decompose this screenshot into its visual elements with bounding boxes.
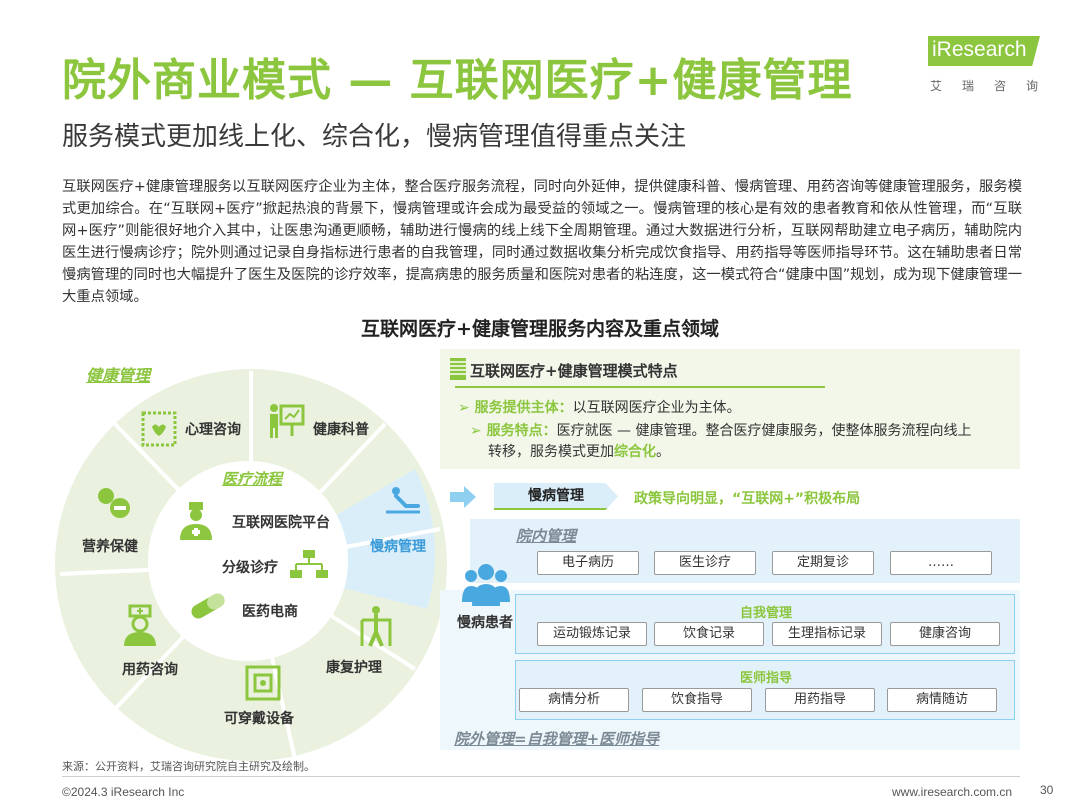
nurse-icon <box>124 604 156 646</box>
medical-flow-title: 医疗流程 <box>222 470 283 488</box>
medical-flow-platform: 互联网医院平台 <box>232 515 330 531</box>
in-hospital-label: 院内管理 <box>516 527 577 545</box>
network-hierarchy-icon <box>290 550 328 578</box>
features-underline <box>455 386 825 388</box>
page-title: 院外商业模式 — 互联网医疗+健康管理 <box>62 55 853 106</box>
diagram-title: 互联网医疗+健康管理服务内容及重点领域 <box>361 318 719 340</box>
in-hospital-item: 医生诊疗 <box>654 551 756 575</box>
feature-line-provider: ➢ 服务提供主体：以互联网医疗企业为主体。 <box>458 398 741 419</box>
segment-nutrition: 营养保健 <box>82 539 138 555</box>
logo-text: iResearch <box>932 38 1027 61</box>
doctor-guidance-item: 病情随访 <box>887 688 997 712</box>
feature-accent-text: 综合化 <box>614 444 656 460</box>
bar-marker-icon <box>450 358 466 380</box>
logo-subtext: 艾瑞咨询 <box>930 79 1059 93</box>
pill-capsule-icon <box>98 488 130 518</box>
medical-flow-circle <box>148 461 348 661</box>
chronic-patient-label: 慢病患者 <box>457 615 513 631</box>
intro-paragraph: 互联网医疗+健康管理服务以互联网医疗企业为主体，整合医疗服务流程，同时向外延伸，… <box>62 179 1022 305</box>
segment-chronic: 慢病管理 <box>370 539 426 555</box>
medical-flow-ecommerce: 医药电商 <box>242 604 298 620</box>
feature-line-characteristics: ➢ 服务特点：医疗就医 — 健康管理。整合医疗健康服务，使整体服务流程向线上 <box>470 421 1015 442</box>
features-panel <box>440 349 1020 469</box>
feature-line-continuation: 转移，服务模式更加综合化。 <box>488 442 670 463</box>
self-management-title: 自我管理 <box>740 606 793 621</box>
iresearch-logo: iResearch 艾瑞咨询 <box>928 36 1050 96</box>
feature-provider-key: 服务提供主体： <box>474 400 573 416</box>
right-arrow-icon <box>450 486 476 508</box>
bullet-arrow-icon: ➢ <box>470 423 487 439</box>
out-hospital-label: 院外管理=自我管理+医师指导 <box>454 730 660 748</box>
segment-medication: 用药咨询 <box>122 662 178 678</box>
chronic-management-tag: 慢病管理 <box>494 483 618 510</box>
self-management-item: 健康咨询 <box>890 622 1000 646</box>
segment-science: 健康科普 <box>313 422 369 438</box>
doctor-guidance-item: 病情分析 <box>519 688 629 712</box>
website-url: www.iresearch.com.cn <box>892 785 1013 799</box>
segment-rehab: 康复护理 <box>326 660 382 676</box>
in-hospital-item: 电子病历 <box>537 551 639 575</box>
health-management-label: 健康管理 <box>86 366 151 385</box>
in-hospital-item: …… <box>890 551 992 575</box>
source-note: 来源：公开资料，艾瑞咨询研究院自主研究及绘制。 <box>62 760 315 773</box>
self-management-item: 生理指标记录 <box>772 622 882 646</box>
walker-icon <box>360 606 392 647</box>
segment-wearable: 可穿戴设备 <box>224 711 294 727</box>
self-management-item: 运动锻炼记录 <box>537 622 647 646</box>
wearable-device-icon <box>245 665 281 701</box>
capsule-icon <box>191 593 225 619</box>
feature-provider-value: 以互联网医疗企业为主体。 <box>572 400 741 416</box>
features-title: 互联网医疗+健康管理模式特点 <box>470 362 678 380</box>
presentation-icon <box>270 404 305 438</box>
bullet-arrow-icon: ➢ <box>458 400 475 416</box>
medical-flow-triage: 分级诊疗 <box>222 560 278 576</box>
in-hospital-item: 定期复诊 <box>772 551 874 575</box>
page-subtitle: 服务模式更加线上化、综合化，慢病管理值得重点关注 <box>62 122 687 152</box>
segment-psych: 心理咨询 <box>185 422 241 438</box>
psych-stamp-icon <box>141 411 177 447</box>
feature-continuation-text: 转移，服务模式更加 <box>488 444 614 460</box>
feature-period: 。 <box>656 444 670 460</box>
reclining-person-icon <box>386 487 420 514</box>
page-number: 30 <box>1040 783 1054 797</box>
patients-group-icon <box>462 564 510 606</box>
doctor-guidance-item: 饮食指导 <box>642 688 752 712</box>
feature-characteristics-key: 服务特点： <box>486 423 557 439</box>
doctor-guidance-title: 医师指导 <box>740 671 793 686</box>
doctor-guidance-item: 用药指导 <box>765 688 875 712</box>
footer-divider <box>62 776 1020 777</box>
copyright: ©2024.3 iResearch Inc <box>62 785 185 799</box>
self-management-item: 饮食记录 <box>654 622 764 646</box>
feature-characteristics-value: 医疗就医 — 健康管理。整合医疗健康服务，使整体服务流程向线上 <box>556 423 972 439</box>
doctor-icon <box>180 502 212 540</box>
policy-note: 政策导向明显，“互联网+”积极布局 <box>634 491 861 507</box>
